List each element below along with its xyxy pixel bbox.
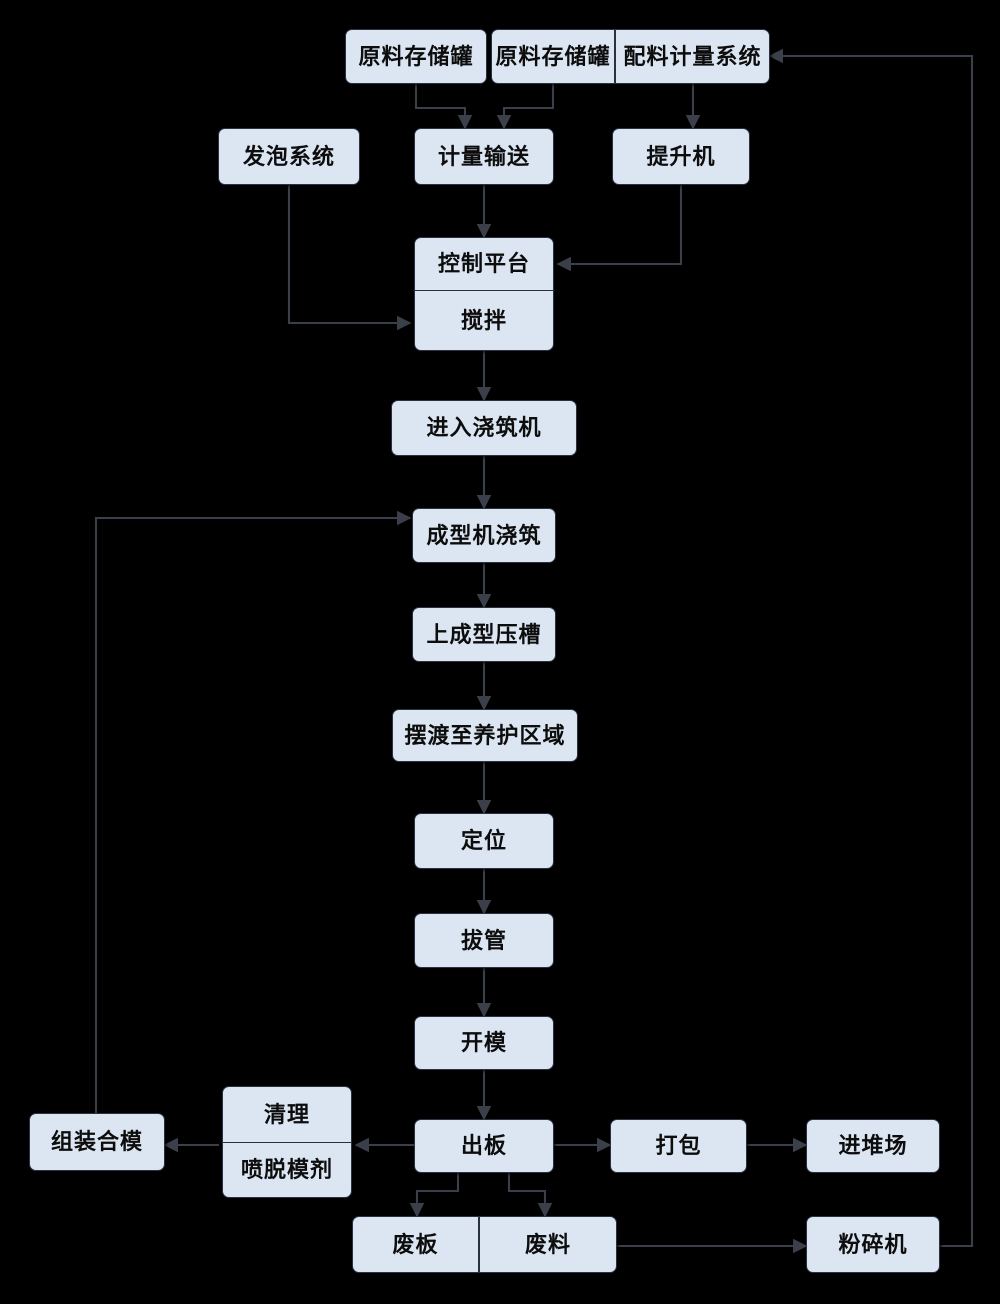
node-pull-tube[interactable]: 拔管 bbox=[414, 913, 554, 968]
node-packing[interactable]: 打包 bbox=[610, 1119, 747, 1173]
node-label: 配料计量系统 bbox=[623, 43, 762, 69]
node-assemble-mould[interactable]: 组装合模 bbox=[29, 1113, 165, 1171]
edge-foaming-to-mixing bbox=[287, 185, 412, 331]
node-mixing[interactable]: 搅拌 bbox=[414, 291, 554, 351]
node-enter-casting-machine[interactable]: 进入浇筑机 bbox=[391, 400, 577, 456]
node-label: 开模 bbox=[460, 1030, 507, 1055]
node-label: 出板 bbox=[460, 1133, 507, 1158]
edge-board-out-to-waste-board bbox=[409, 1173, 460, 1218]
node-label: 计量输送 bbox=[437, 143, 530, 169]
edge-raw-tank-1-to-metering bbox=[414, 84, 473, 130]
node-foaming-system[interactable]: 发泡系统 bbox=[218, 128, 360, 185]
edge-assemble-to-forming-return bbox=[94, 510, 412, 1113]
node-positioning[interactable]: 定位 bbox=[414, 813, 554, 869]
node-control-platform[interactable]: 控制平台 bbox=[414, 237, 554, 291]
node-board-out[interactable]: 出板 bbox=[414, 1119, 554, 1173]
edge-raw-tank-2-to-metering bbox=[496, 84, 555, 130]
node-label: 提升机 bbox=[646, 143, 716, 169]
node-label: 发泡系统 bbox=[242, 143, 335, 169]
edge-board-out-to-waste-material bbox=[507, 1173, 553, 1218]
edge-hoist-to-control bbox=[556, 185, 683, 272]
node-label: 清理 bbox=[263, 1101, 310, 1127]
node-enter-yard[interactable]: 进堆场 bbox=[806, 1119, 940, 1173]
node-label: 定位 bbox=[460, 828, 507, 853]
node-label: 粉碎机 bbox=[838, 1231, 908, 1257]
node-clean[interactable]: 清理 bbox=[222, 1086, 352, 1143]
node-upper-forming-press[interactable]: 上成型压槽 bbox=[412, 607, 556, 662]
node-batching-system[interactable]: 配料计量系统 bbox=[615, 29, 770, 84]
node-waste-material[interactable]: 废料 bbox=[479, 1216, 617, 1273]
node-demould[interactable]: 开模 bbox=[414, 1016, 554, 1070]
edge-crusher-to-batching-return bbox=[768, 48, 974, 1248]
node-label: 原料存储罐 bbox=[358, 43, 474, 69]
node-label: 控制平台 bbox=[437, 251, 530, 276]
node-label: 上成型压槽 bbox=[426, 621, 542, 647]
node-label: 原料存储罐 bbox=[495, 43, 611, 69]
node-raw-tank-1[interactable]: 原料存储罐 bbox=[345, 29, 487, 84]
node-spray-release-agent[interactable]: 喷脱模剂 bbox=[222, 1143, 352, 1198]
node-label: 废板 bbox=[392, 1231, 439, 1257]
node-label: 打包 bbox=[655, 1133, 702, 1158]
node-waste-board[interactable]: 废板 bbox=[352, 1216, 479, 1273]
node-label: 搅拌 bbox=[460, 307, 507, 333]
node-metering-conveyor[interactable]: 计量输送 bbox=[414, 128, 554, 185]
node-label: 成型机浇筑 bbox=[426, 522, 542, 548]
node-label: 废料 bbox=[524, 1231, 571, 1257]
node-label: 进堆场 bbox=[838, 1133, 908, 1158]
node-label: 进入浇筑机 bbox=[426, 415, 542, 440]
node-hoist[interactable]: 提升机 bbox=[612, 128, 750, 185]
node-label: 喷脱模剂 bbox=[240, 1157, 333, 1182]
node-label: 组装合模 bbox=[50, 1129, 143, 1154]
node-label: 摆渡至养护区域 bbox=[404, 722, 566, 748]
node-label: 拔管 bbox=[460, 927, 507, 953]
node-forming-machine-casting[interactable]: 成型机浇筑 bbox=[412, 508, 556, 563]
node-raw-tank-2[interactable]: 原料存储罐 bbox=[491, 29, 615, 84]
node-crusher[interactable]: 粉碎机 bbox=[806, 1216, 940, 1273]
node-ferry-to-curing[interactable]: 摆渡至养护区域 bbox=[392, 709, 578, 762]
